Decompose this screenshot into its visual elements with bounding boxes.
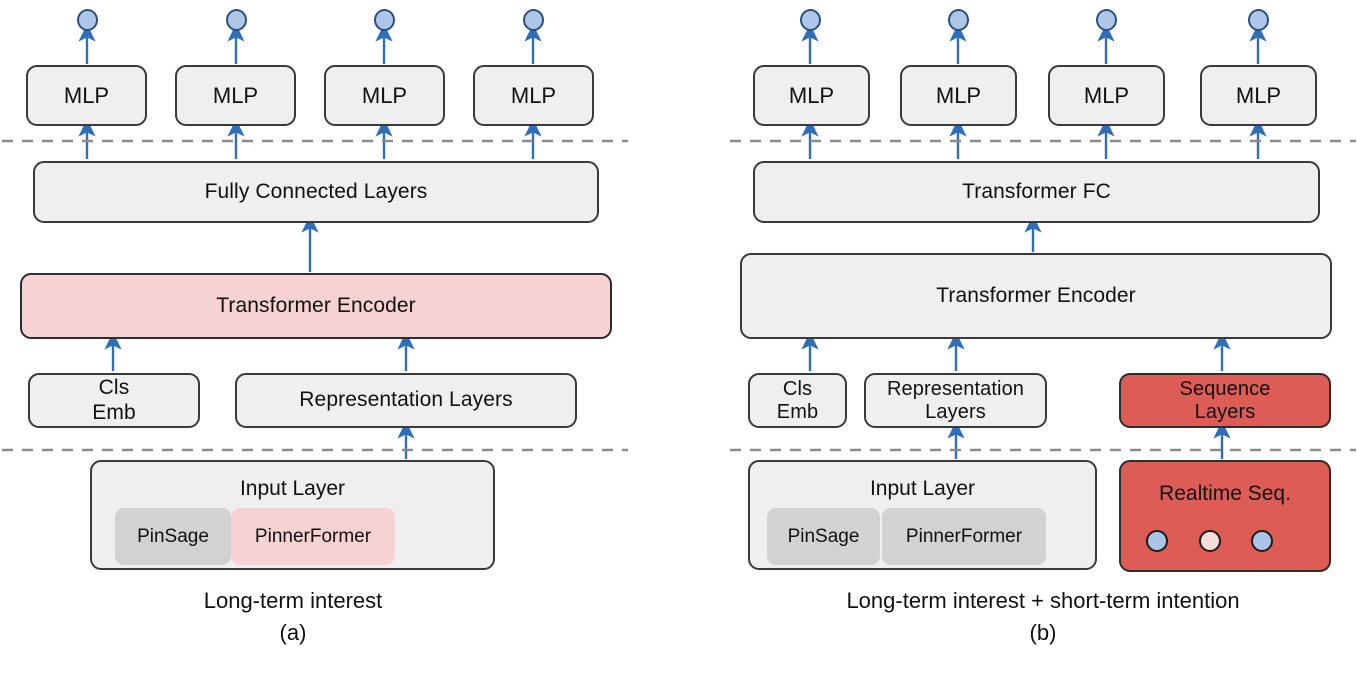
- panel-a-caption: Long-term interest: [203, 588, 383, 613]
- panel-b-chip-pinsage[interactable]: PinSage: [767, 508, 880, 565]
- cls-emb-label: Cls Emb: [777, 378, 818, 424]
- panel-b-sublabel: (b): [1029, 620, 1057, 645]
- encoder-label: Transformer Encoder: [216, 293, 416, 317]
- output-node: [226, 9, 247, 31]
- cls-emb-label: Cls Emb: [92, 376, 135, 424]
- mlp-label: MLP: [1235, 82, 1282, 108]
- mlp-label: MLP: [788, 82, 835, 108]
- panel-a-mlp-4[interactable]: MLP: [473, 65, 594, 126]
- fc-label: Transformer FC: [962, 179, 1111, 203]
- encoder-label: Transformer Encoder: [936, 283, 1136, 307]
- panel-b-input-layer-title: Input Layer: [869, 477, 976, 500]
- panel-a-mlp-1[interactable]: MLP: [26, 65, 147, 126]
- panel-b-sequence-layers[interactable]: Sequence Layers: [1119, 373, 1331, 428]
- representation-layers-label: Representation Layers: [299, 388, 513, 412]
- output-node: [374, 9, 395, 31]
- cls-emb-line-1: Cls: [782, 377, 813, 400]
- sequence-layers-line-2: Layers: [1194, 400, 1256, 423]
- panel-b-realtime-seq[interactable]: [1119, 460, 1331, 572]
- panel-a-cls-emb[interactable]: Cls Emb: [28, 373, 200, 428]
- realtime-seq-node-3: [1251, 530, 1273, 552]
- representation-layers-label: Representation Layers: [887, 378, 1024, 424]
- panel-b-mlp-3[interactable]: MLP: [1048, 65, 1165, 126]
- panel-a-sublabel: (a): [279, 620, 307, 645]
- mlp-label: MLP: [510, 82, 557, 108]
- panel-a-input-layer-title: Input Layer: [239, 477, 346, 500]
- panel-a-representation-layers[interactable]: Representation Layers: [235, 373, 577, 428]
- panel-a-transformer-encoder[interactable]: Transformer Encoder: [20, 273, 612, 339]
- output-node: [800, 9, 821, 31]
- mlp-label: MLP: [212, 82, 259, 108]
- realtime-seq-node-2: [1199, 530, 1221, 552]
- panel-a-fully-connected-layers[interactable]: Fully Connected Layers: [33, 161, 599, 223]
- panel-b-transformer-encoder[interactable]: Transformer Encoder: [740, 253, 1332, 339]
- panel-b-mlp-1[interactable]: MLP: [753, 65, 870, 126]
- output-node: [523, 9, 544, 31]
- panel-a-chip-pinsage[interactable]: PinSage: [115, 508, 231, 565]
- representation-layers-line-2: Layers: [925, 400, 986, 423]
- mlp-label: MLP: [935, 82, 982, 108]
- panel-b-transformer-fc[interactable]: Transformer FC: [753, 161, 1320, 223]
- chip-label: PinnerFormer: [254, 525, 372, 547]
- panel-a-mlp-2[interactable]: MLP: [175, 65, 296, 126]
- sequence-layers-label: Sequence Layers: [1180, 378, 1271, 424]
- output-node: [1096, 9, 1117, 31]
- chip-label: PinnerFormer: [905, 525, 1023, 547]
- sequence-layers-line-1: Sequence: [1179, 377, 1271, 400]
- panel-a-mlp-3[interactable]: MLP: [324, 65, 445, 126]
- mlp-label: MLP: [63, 82, 110, 108]
- fc-label: Fully Connected Layers: [204, 179, 428, 203]
- representation-layers-line-1: Representation: [886, 377, 1025, 400]
- mlp-label: MLP: [361, 82, 408, 108]
- output-node: [1248, 9, 1269, 31]
- output-node: [77, 9, 98, 31]
- cls-emb-line-2: Emb: [92, 400, 136, 424]
- mlp-label: MLP: [1083, 82, 1130, 108]
- panel-b-chip-pinnerformer[interactable]: PinnerFormer: [882, 508, 1046, 565]
- cls-emb-line-2: Emb: [776, 400, 819, 423]
- output-node: [948, 9, 969, 31]
- panel-b-cls-emb[interactable]: Cls Emb: [748, 373, 847, 428]
- panel-b-mlp-4[interactable]: MLP: [1200, 65, 1317, 126]
- panel-a-chip-pinnerformer[interactable]: PinnerFormer: [231, 508, 395, 565]
- chip-label: PinSage: [137, 525, 209, 547]
- panel-b-mlp-2[interactable]: MLP: [900, 65, 1017, 126]
- panel-b-realtime-seq-title: Realtime Seq.: [1159, 482, 1291, 505]
- panel-b-caption: Long-term interest + short-term intentio…: [846, 588, 1240, 613]
- cls-emb-line-1: Cls: [98, 376, 130, 400]
- chip-label: PinSage: [787, 525, 860, 547]
- panel-b-representation-layers[interactable]: Representation Layers: [864, 373, 1047, 428]
- realtime-seq-node-1: [1146, 530, 1168, 552]
